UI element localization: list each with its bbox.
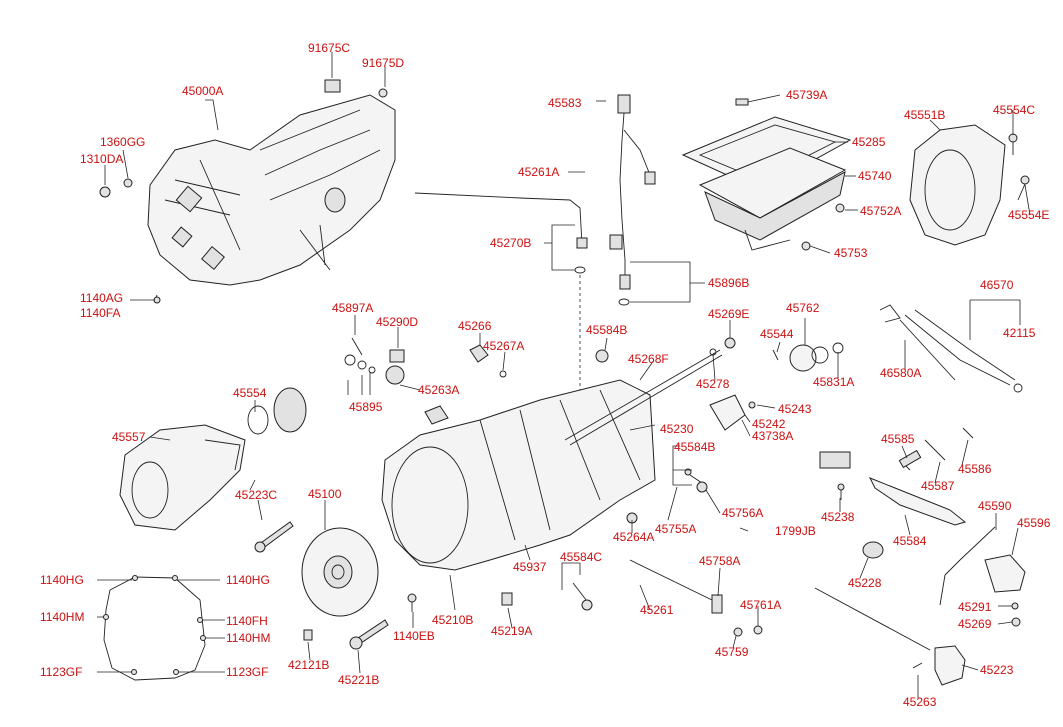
part-label-45100: 45100: [308, 487, 342, 501]
part-label-1799jb: 1799JB: [775, 524, 816, 538]
part-label-45230: 45230: [660, 422, 694, 436]
part-label-45223: 45223: [980, 663, 1014, 677]
part-label-45219a: 45219A: [491, 624, 532, 638]
transmission-case-45230: [381, 349, 723, 571]
part-label-45596: 45596: [1017, 516, 1051, 530]
part-label-45937: 45937: [513, 560, 547, 574]
part-label-45831a: 45831A: [813, 375, 854, 389]
part-label-45228: 45228: [848, 576, 882, 590]
part-label-45586: 45586: [958, 462, 992, 476]
part-label-45896b: 45896B: [708, 276, 749, 290]
part-label-1140ag: 1140AG: [80, 291, 123, 305]
wiring-harness-45896B: [609, 94, 656, 306]
part-label-45290d: 45290D: [376, 315, 418, 329]
dipstick-46570: [879, 304, 1023, 393]
part-label-45756a: 45756A: [722, 506, 763, 520]
part-label-1123gf-r: 1123GF: [226, 665, 268, 679]
transfer-adapter-45557: [119, 424, 246, 531]
valve-body-parts: [344, 337, 507, 425]
part-label-45291: 45291: [958, 600, 992, 614]
part-label-45267a: 45267A: [483, 339, 524, 353]
part-label-45221b: 45221B: [338, 673, 379, 687]
part-label-1123gf-l: 1123GF: [40, 665, 82, 679]
part-label-45551b: 45551B: [904, 108, 945, 122]
part-label-45261a: 45261A: [518, 165, 559, 179]
front-pump-45554: [247, 387, 307, 435]
part-label-91675c: 91675C: [308, 41, 350, 55]
part-label-45243: 45243: [778, 402, 812, 416]
part-label-45285: 45285: [852, 135, 886, 149]
part-label-45897a: 45897A: [332, 301, 373, 315]
part-label-45758a: 45758A: [699, 554, 740, 568]
part-label-45269: 45269: [958, 617, 992, 631]
part-label-45554: 45554: [233, 386, 267, 400]
part-label-45584b-2: 45584B: [674, 440, 715, 454]
dipstick-tube-45270B: [414, 192, 588, 390]
part-label-45584c: 45584C: [560, 550, 602, 564]
oil-pan-assembly: [681, 98, 852, 251]
part-label-1140hm-l: 1140HM: [40, 610, 84, 624]
part-label-42121b: 42121B: [288, 658, 329, 672]
part-label-45223c: 45223C: [235, 488, 277, 502]
part-label-42115: 42115: [1003, 326, 1036, 340]
part-label-46570: 46570: [980, 278, 1014, 292]
part-label-43738a: 43738A: [752, 429, 793, 443]
part-label-45583: 45583: [548, 96, 582, 110]
part-label-45268f: 45268F: [628, 352, 669, 366]
part-label-45762: 45762: [786, 301, 820, 315]
part-label-1140hg-l: 1140HG: [40, 573, 84, 587]
part-label-45554e: 45554E: [1008, 208, 1049, 222]
part-label-45585: 45585: [881, 432, 915, 446]
part-label-45238: 45238: [821, 510, 855, 524]
part-label-45755a: 45755A: [655, 522, 696, 536]
part-label-45590: 45590: [978, 499, 1012, 513]
part-label-1140eb: 1140EB: [393, 629, 435, 643]
transmission-assembly-45000A: [99, 79, 396, 304]
leader-lines: [97, 52, 1031, 698]
shift-lever-parts: [814, 427, 1026, 686]
part-label-45278: 45278: [696, 377, 730, 391]
part-label-45740: 45740: [858, 169, 892, 183]
part-label-45761a: 45761A: [740, 598, 781, 612]
part-number-labels: 45000A91675C91675D1360GG1310DA1140AG1140…: [40, 41, 1051, 709]
part-label-45266: 45266: [458, 319, 492, 333]
part-label-1140hg-r: 1140HG: [226, 573, 270, 587]
part-label-91675d: 91675D: [362, 56, 404, 70]
part-label-45554c: 45554C: [993, 103, 1035, 117]
part-label-45752a: 45752A: [860, 204, 901, 218]
part-label-45753: 45753: [834, 246, 868, 260]
part-label-45584b-1: 45584B: [586, 323, 627, 337]
part-label-45000a: 45000A: [182, 84, 223, 98]
part-label-46580a: 46580A: [880, 366, 921, 380]
torque-converter-45100: [301, 527, 379, 617]
part-label-45544: 45544: [760, 327, 794, 341]
extension-housing-45551B: [909, 124, 1030, 246]
part-label-1140hm-r: 1140HM: [226, 631, 270, 645]
part-label-45587: 45587: [921, 479, 955, 493]
converter-cover-gasket: [103, 575, 206, 681]
part-label-45242: 45242: [752, 417, 786, 431]
part-label-45261: 45261: [640, 603, 674, 617]
part-label-1360gg: 1360GG: [100, 135, 145, 149]
part-label-45263: 45263: [903, 695, 937, 709]
part-label-45584: 45584: [893, 534, 927, 548]
part-label-1140fh: 1140FH: [226, 614, 268, 628]
part-label-45895: 45895: [349, 400, 383, 414]
part-label-45269e: 45269E: [708, 307, 749, 321]
part-label-45210b: 45210B: [432, 613, 473, 627]
part-label-45759: 45759: [715, 645, 749, 659]
part-label-45270b: 45270B: [490, 236, 531, 250]
part-label-45263a: 45263A: [418, 383, 459, 397]
output-shaft-parts: [595, 337, 844, 476]
part-label-1140fa: 1140FA: [80, 306, 120, 320]
misc-bolts: [254, 521, 763, 650]
part-label-45557: 45557: [112, 430, 146, 444]
part-label-45739a: 45739A: [786, 88, 827, 102]
part-label-45264a: 45264A: [613, 530, 654, 544]
part-label-1310da: 1310DA: [80, 152, 123, 166]
